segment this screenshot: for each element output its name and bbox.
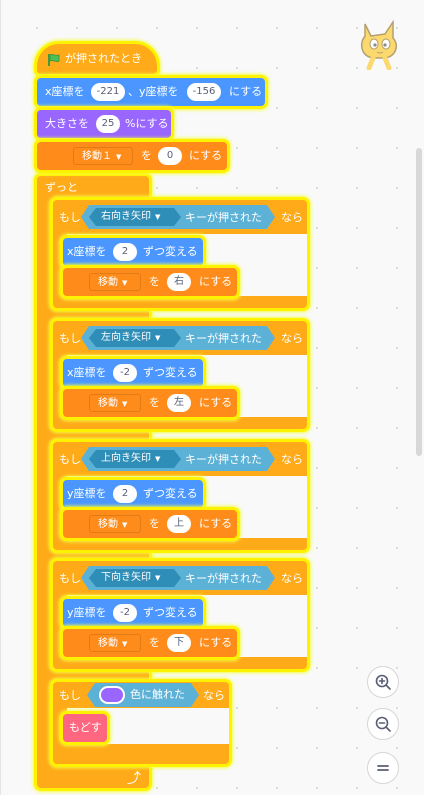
set-move-suffix: にする [199,636,233,649]
set-size-suffix: %にする [125,117,169,130]
change-input[interactable]: 2 [113,243,137,261]
set-move-suffix: にする [199,275,233,288]
key-pressed-label: キーが押された [185,572,262,585]
if-label: もし [59,332,81,345]
modosu-label: もどす [69,721,102,734]
change-suffix: ずつ変える [143,245,198,258]
color-swatch[interactable] [99,686,125,704]
move-variable-dropdown[interactable]: 移動▼ [89,515,141,533]
set-move-input[interactable]: 下 [167,634,191,652]
set-size-label: 大きさを [45,117,89,130]
zoom-in-icon [375,674,391,690]
key-pressed-label: キーが押された [185,453,262,466]
green-flag-icon [47,52,61,71]
set-move-wo: を [149,517,160,530]
when-flag-label: が押されたとき [65,52,142,65]
change-suffix: ずつ変える [143,606,198,619]
goto-y-label: 、y座標を [128,85,179,98]
key-dropdown[interactable]: 下向き矢印▼ [89,569,181,587]
change-label: x座標を [67,245,107,258]
set-move-wo: を [149,396,160,409]
change-label: x座標を [67,366,107,379]
set-move-wo: を [149,636,160,649]
scratch-cat-icon [355,18,403,71]
key-dropdown[interactable]: 右向き矢印▼ [89,208,181,226]
key-pressed-label: キーが押された [185,211,262,224]
goto-suffix: にする [229,85,263,98]
goto-y-input[interactable]: -156 [187,83,221,101]
key-dropdown[interactable]: 上向き矢印▼ [89,450,181,468]
change-input[interactable]: 2 [113,485,137,503]
set-move-input[interactable]: 左 [167,394,191,412]
set-variable-suffix: にする [189,149,223,162]
set-size-input[interactable]: 25 [96,115,120,133]
set-move-suffix: にする [199,517,233,530]
move-variable-dropdown[interactable]: 移動▼ [89,394,141,412]
change-suffix: ずつ変える [143,366,198,379]
goto-x-label: x座標を [45,85,85,98]
zoom-out-icon [375,716,391,732]
change-label: y座標を [67,606,107,619]
move-variable-dropdown[interactable]: 移動▼ [89,634,141,652]
move-variable-dropdown[interactable]: 移動▼ [89,273,141,291]
if-label: もし [59,453,81,466]
vertical-scrollbar[interactable] [416,148,422,456]
set-move-input[interactable]: 上 [167,515,191,533]
set-move-wo: を [149,275,160,288]
change-input[interactable]: -2 [113,364,137,382]
variable-dropdown[interactable]: 移動１▼ [73,147,133,165]
key-pressed-label: キーが押された [185,332,262,345]
goto-x-input[interactable]: -221 [91,83,125,101]
modosu-block[interactable] [63,714,107,742]
set-variable-wo: を [141,149,152,162]
touching-color-label: 色に触れた [130,688,185,701]
if-then: なら [281,332,303,345]
set-move-suffix: にする [199,396,233,409]
set-move-input[interactable]: 右 [167,273,191,291]
loop-arrow-icon: ⤴ [127,771,141,787]
zoom-reset-icon [377,765,389,771]
forever-label: ずっと [45,181,78,194]
set-variable-input[interactable]: 0 [158,147,182,165]
if-label: もし [59,572,81,585]
if-label: もし [59,211,81,224]
zoom-reset-button[interactable] [367,752,399,784]
change-input[interactable]: -2 [113,604,137,622]
if-then: なら [281,572,303,585]
if-touching-then: なら [203,689,225,702]
key-dropdown[interactable]: 左向き矢印▼ [89,329,181,347]
zoom-in-button[interactable] [367,666,399,698]
if-then: なら [281,211,303,224]
goto-xy-block[interactable] [37,78,265,106]
change-suffix: ずつ変える [143,487,198,500]
if-touching-label: もし [59,689,81,702]
change-label: y座標を [67,487,107,500]
zoom-out-button[interactable] [367,708,399,740]
if-then: なら [281,453,303,466]
